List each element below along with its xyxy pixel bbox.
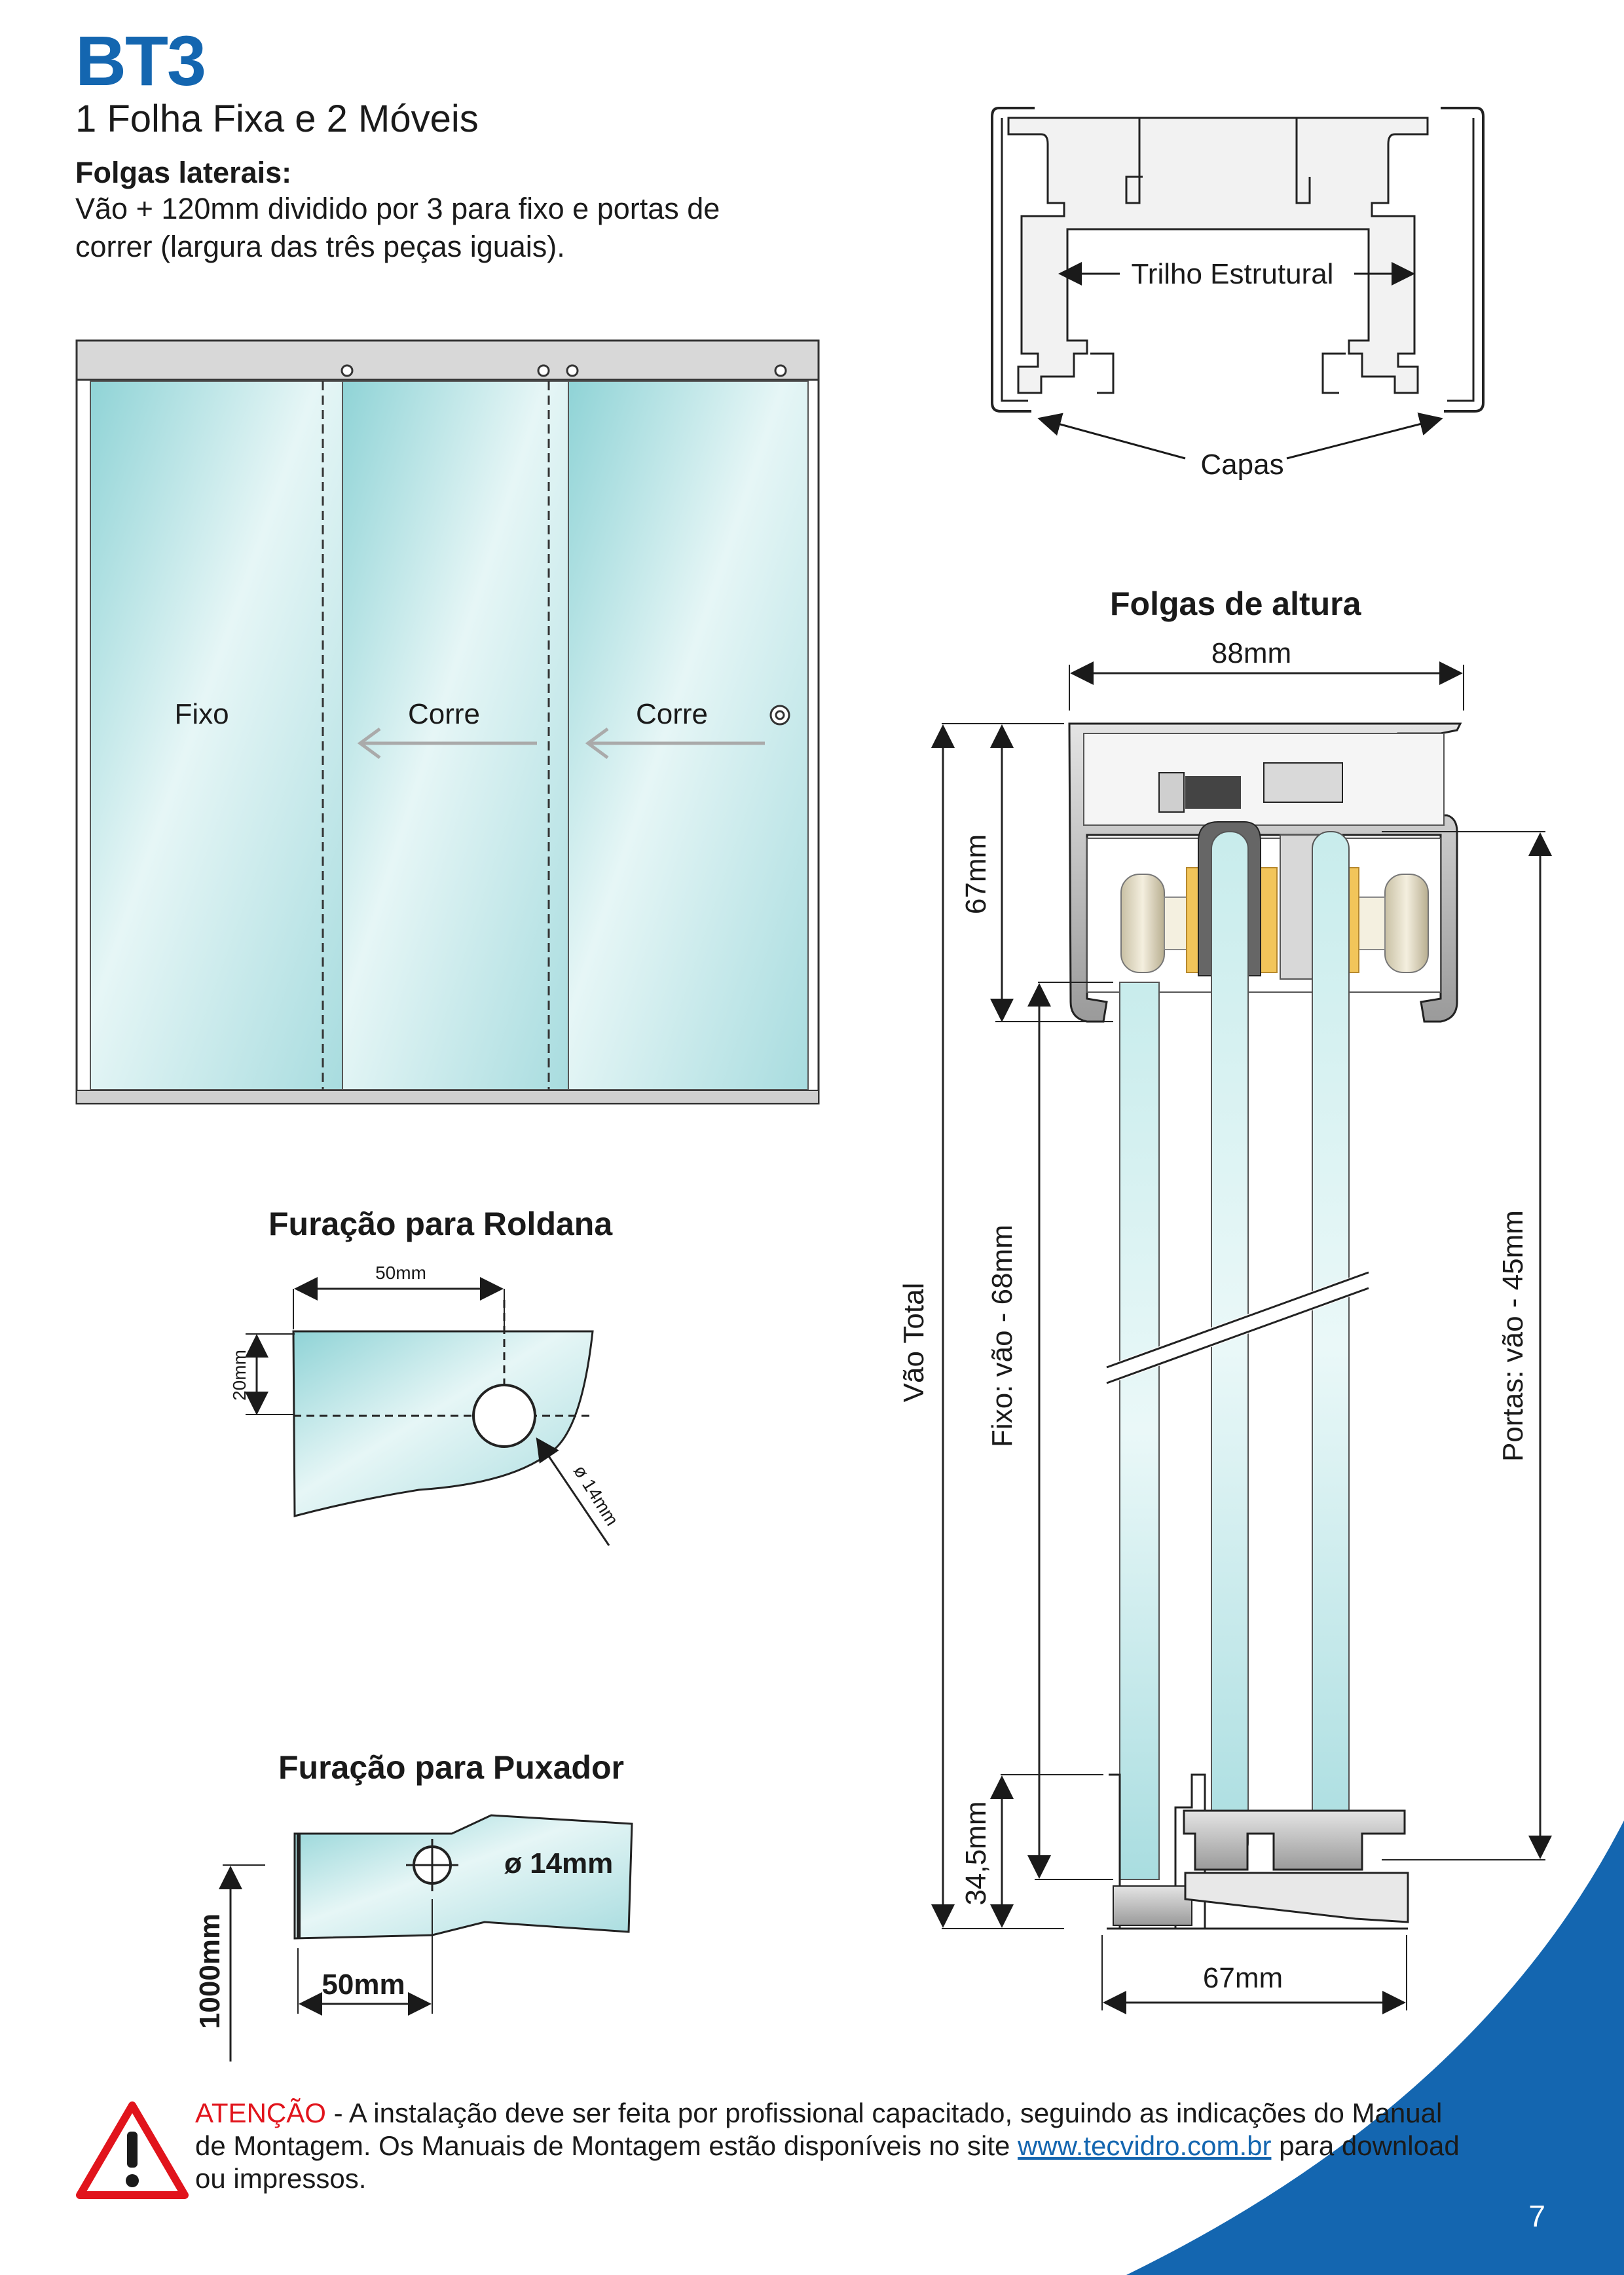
warning-body-end: para download ou impressos. xyxy=(195,2130,1460,2194)
roller-dot xyxy=(341,364,354,377)
dim-67mm-bottom: 67mm xyxy=(1203,1962,1283,1994)
puxador-dim-width: 50mm xyxy=(322,1969,405,2001)
puxador-heading: Furação para Puxador xyxy=(278,1749,624,1786)
site-link[interactable]: www.tecvidro.com.br xyxy=(1018,2130,1272,2161)
dim-portas: Portas: vão - 45mm xyxy=(1497,1210,1529,1462)
folgas-altura-diagram: 88mm Vão Total xyxy=(898,637,1552,2014)
label-capas: Capas xyxy=(1200,449,1283,481)
screw xyxy=(1185,776,1241,809)
warning-body: - A instalação deve ser feita por profis… xyxy=(195,2098,1443,2161)
panel-fixo xyxy=(90,380,343,1090)
page-title: BT3 xyxy=(75,21,206,100)
warning-icon xyxy=(76,2101,189,2199)
page-subtitle: 1 Folha Fixa e 2 Móveis xyxy=(75,98,479,140)
dim-vao-total: Vão Total xyxy=(898,1283,930,1403)
page-number: 7 xyxy=(1528,2199,1545,2233)
roldana-dim-height: 20mm xyxy=(229,1350,249,1401)
dim-34-5mm: 34,5mm xyxy=(960,1802,992,1906)
roldana-dim-width: 50mm xyxy=(375,1263,426,1283)
panel-label-fixo: Fixo xyxy=(174,698,229,730)
panel-label-corre: Corre xyxy=(636,698,708,730)
glass-fixo xyxy=(1119,982,1160,1880)
roller-wheel xyxy=(1120,874,1165,973)
corner-swoosh xyxy=(1126,1821,1624,2275)
trilho-labels: Trilho Estrutural Capas xyxy=(1037,258,1443,481)
roller-dot xyxy=(566,364,579,377)
dim-88mm: 88mm xyxy=(1211,637,1291,669)
roller-wheel xyxy=(1384,874,1429,973)
handle-icon xyxy=(769,705,790,726)
folgas-laterais-heading: Folgas laterais: xyxy=(75,156,292,189)
dim-fixo: Fixo: vão - 68mm xyxy=(986,1225,1018,1447)
door-elevation-diagram: Fixo Corre Corre xyxy=(75,339,820,1105)
folgas-altura-heading: Folgas de altura xyxy=(1110,585,1361,622)
roldana-dim-hole: ø 14mm xyxy=(570,1462,623,1530)
label-trilho-estrutural: Trilho Estrutural xyxy=(1132,258,1334,290)
roller-dot xyxy=(537,364,550,377)
warning-attention: ATENÇÃO xyxy=(195,2098,326,2128)
glass-corre xyxy=(1211,831,1249,1860)
puxador-dim-hole: ø 14mm xyxy=(504,1847,613,1879)
glass-corre xyxy=(1312,831,1350,1860)
slide-arrow-icon xyxy=(585,727,765,760)
roller-dot xyxy=(774,364,787,377)
dim-67mm-top: 67mm xyxy=(960,834,992,914)
warning-text: ATENÇÃO - A instalação deve ser feita po… xyxy=(195,2097,1479,2195)
slide-arrow-icon xyxy=(357,727,537,760)
roldana-heading: Furação para Roldana xyxy=(268,1206,613,1242)
bottom-track xyxy=(76,1090,819,1104)
puxador-dim-height: 1000mm xyxy=(194,1914,226,2029)
panel-corre-2 xyxy=(568,380,809,1090)
folgas-laterais-text: Vão + 120mm dividido por 3 para fixo e p… xyxy=(75,192,720,263)
top-track xyxy=(75,339,820,381)
panel-label-corre: Corre xyxy=(408,698,480,730)
panel-corre-1 xyxy=(342,380,569,1090)
puxador-hole-diagram: ø 14mm 50mm 1000mm xyxy=(194,1814,633,2062)
trilho-profile-diagram xyxy=(991,107,1485,413)
roldana-hole-diagram: 50mm 20mm ø 14mm xyxy=(229,1263,623,1546)
